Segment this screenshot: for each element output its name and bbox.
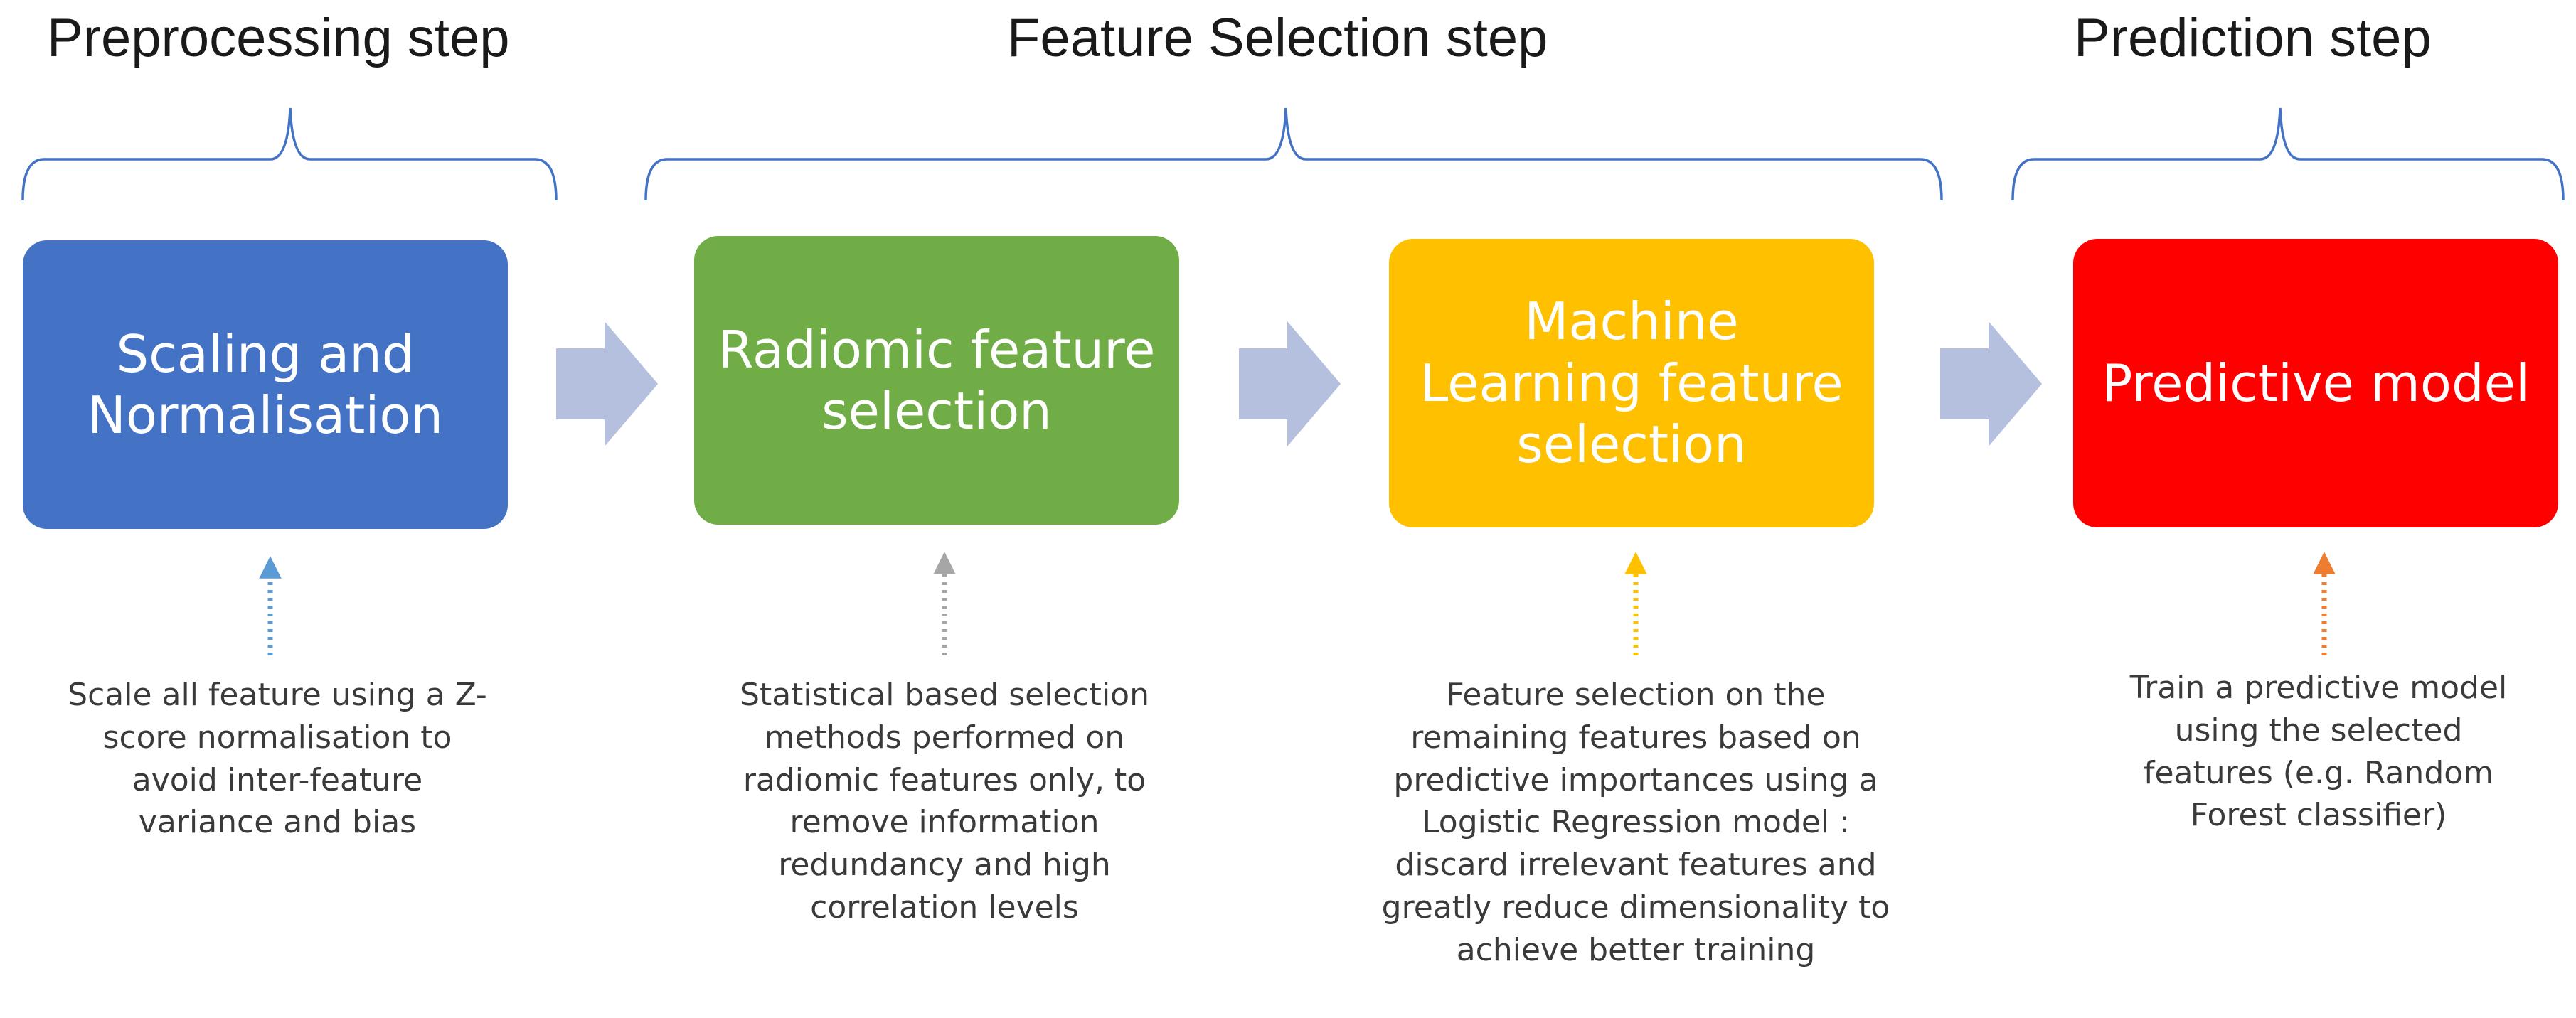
desc-ml: Feature selection on the remaining featu… xyxy=(1381,677,1890,968)
flow-arrow-1 xyxy=(556,321,658,446)
step-title-feature-selection: Feature Selection step xyxy=(1007,8,1548,68)
flow-arrow-2 xyxy=(1239,321,1341,446)
box-radiomic-feature-selection: Radiomic feature selection xyxy=(694,236,1179,525)
desc-scaling: Scale all feature using a Z- score norma… xyxy=(68,677,487,841)
brace-preprocessing xyxy=(21,107,558,201)
flow-arrow-3 xyxy=(1940,321,2042,446)
box-ml-label: Machine Learning feature selection xyxy=(1420,291,1843,475)
desc-predictive: Train a predictive model using the selec… xyxy=(2129,670,2508,834)
step-title-prediction: Prediction step xyxy=(2074,8,2432,68)
box-radiomic-label: Radiomic feature selection xyxy=(718,319,1156,441)
box-ml-feature-selection: Machine Learning feature selection xyxy=(1389,239,1874,527)
brace-prediction xyxy=(2011,107,2565,201)
brace-feature-selection xyxy=(644,107,1943,201)
step-title-preprocessing: Preprocessing step xyxy=(47,8,510,68)
desc-radiomic: Statistical based selection methods perf… xyxy=(740,677,1149,926)
box-predictive-model: Predictive model xyxy=(2073,239,2558,527)
box-scaling-normalisation: Scaling and Normalisation xyxy=(23,240,508,529)
box-predictive-label: Predictive model xyxy=(2102,353,2530,413)
box-scaling-label: Scaling and Normalisation xyxy=(87,323,444,445)
